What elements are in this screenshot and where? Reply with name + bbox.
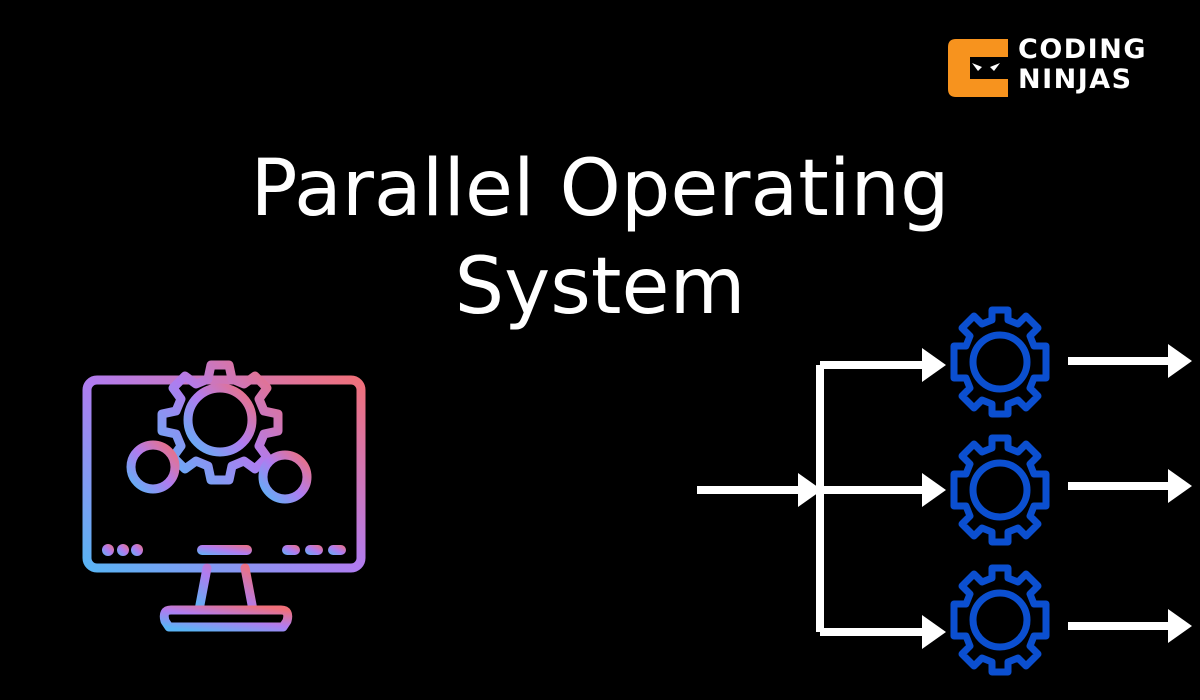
title-line-1: Parallel Operating xyxy=(250,144,950,234)
logo-text: CODING NINJAS xyxy=(1018,35,1147,95)
title-line-2: System xyxy=(454,242,746,332)
monitor-with-gears-icon xyxy=(82,360,366,632)
logo-line-1: CODING xyxy=(1018,34,1147,65)
parallel-processing-diagram xyxy=(697,300,1192,700)
page-title: Parallel Operating System xyxy=(0,140,1200,336)
logo-line-2: NINJAS xyxy=(1018,64,1133,95)
ninja-c-logo-icon xyxy=(948,39,1008,97)
coding-ninjas-logo: CODING NINJAS xyxy=(948,35,1168,100)
